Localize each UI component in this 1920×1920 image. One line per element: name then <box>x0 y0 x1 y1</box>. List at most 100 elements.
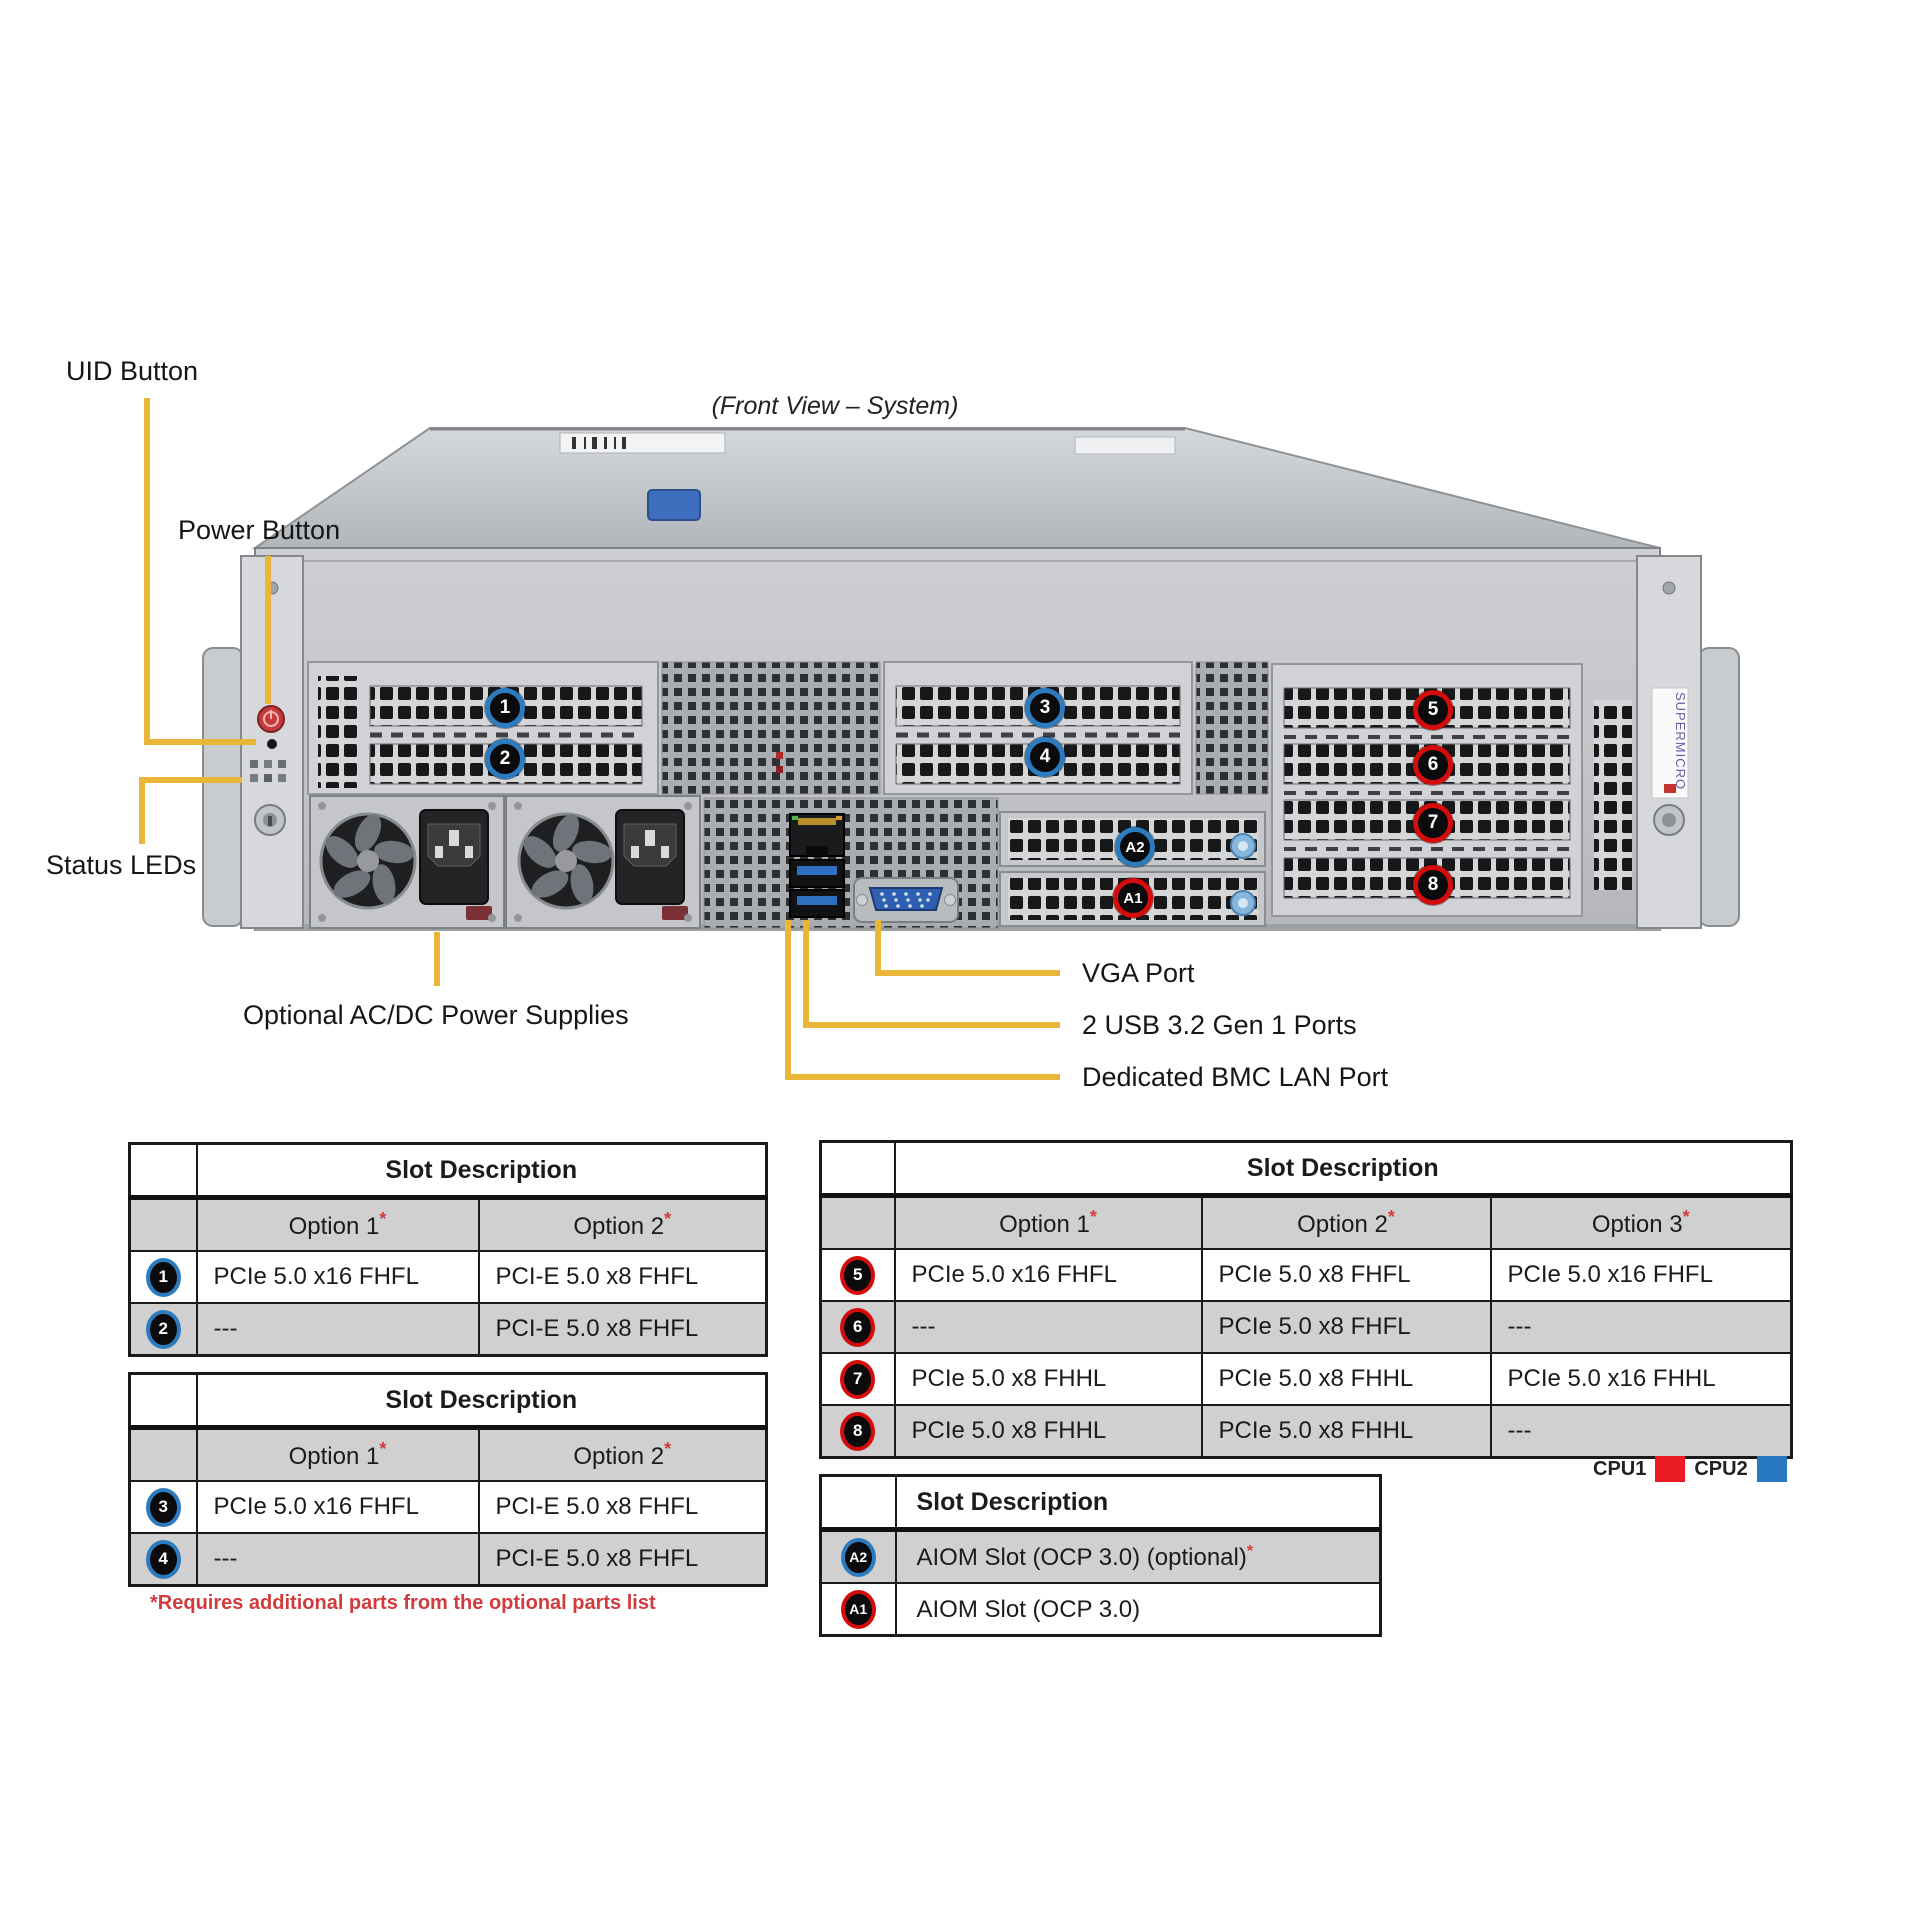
slot-4-badge: 4 <box>145 1539 181 1579</box>
table-row: 5 PCIe 5.0 x16 FHFL PCIe 5.0 x8 FHFL PCI… <box>819 1248 1793 1302</box>
top-sticker <box>559 432 726 454</box>
table-row: 4 --- PCI-E 5.0 x8 FHFL <box>128 1532 768 1587</box>
column-header: Option 2* <box>1200 1194 1492 1250</box>
table-row: 8 PCIe 5.0 x8 FHHL PCIe 5.0 x8 FHHL --- <box>819 1404 1793 1459</box>
slot-6-callout: 6 <box>1413 745 1453 785</box>
table-cell: PCIe 5.0 x16 FHFL <box>893 1248 1203 1302</box>
table-cell: --- <box>1489 1300 1793 1354</box>
brand-logo-text: SUPERMICRO <box>1673 692 1688 790</box>
slots-3-4-table: Slot Description Option 1* Option 2* 3 P… <box>128 1372 768 1587</box>
slot-4-callout: 4 <box>1025 737 1065 777</box>
table-cell: PCI-E 5.0 x8 FHFL <box>477 1480 768 1534</box>
slot-8-callout: 8 <box>1413 865 1453 905</box>
slot-8-badge: 8 <box>840 1411 876 1451</box>
uid-button <box>267 739 277 749</box>
slot-1-badge: 1 <box>145 1257 181 1297</box>
aiom-a2-badge: A2 <box>840 1537 876 1577</box>
table-cell: AIOM Slot (OCP 3.0) <box>894 1582 1382 1637</box>
column-header: Option 2* <box>477 1196 768 1252</box>
power-supply-1 <box>309 795 505 929</box>
table-header: Slot Description <box>894 1474 1382 1532</box>
table-row: 3 PCIe 5.0 x16 FHFL PCI-E 5.0 x8 FHFL <box>128 1480 768 1534</box>
power-button-label: Power Button <box>178 515 341 545</box>
cpu-legend: CPU1 CPU2 <box>1593 1456 1787 1482</box>
cpu1-label: CPU1 <box>1593 1457 1647 1480</box>
slot-1-callout: 1 <box>485 688 525 728</box>
aiom-a1-callout: A1 <box>1113 878 1153 918</box>
table-header: Slot Description <box>195 1142 768 1200</box>
slot-7-badge: 7 <box>840 1359 876 1399</box>
table-cell: --- <box>893 1300 1203 1354</box>
bmc-lan-port <box>789 813 845 857</box>
table-cell: PCIe 5.0 x8 FHHL <box>1200 1404 1492 1459</box>
status-leds <box>250 760 286 782</box>
uid-button-label: UID Button <box>66 356 199 386</box>
table-cell: PCIe 5.0 x8 FHFL <box>1200 1300 1492 1354</box>
table-row: 7 PCIe 5.0 x8 FHHL PCIe 5.0 x8 FHHL PCIe… <box>819 1352 1793 1406</box>
top-emblem <box>647 489 701 521</box>
usb-callout-line <box>803 920 1060 1028</box>
usb-ports-label: 2 USB 3.2 Gen 1 Ports <box>1082 1010 1357 1040</box>
column-header: Option 3* <box>1489 1194 1793 1250</box>
status-callout-line <box>139 777 242 844</box>
bmc-lan-label: Dedicated BMC LAN Port <box>1082 1062 1389 1092</box>
table-cell: PCIe 5.0 x16 FHFL <box>195 1250 480 1304</box>
table-cell: PCIe 5.0 x8 FHHL <box>1200 1352 1492 1406</box>
status-leds-label: Status LEDs <box>46 850 197 880</box>
footnote: *Requires additional parts from the opti… <box>150 1592 656 1614</box>
table-cell: PCIe 5.0 x16 FHHL <box>1489 1352 1793 1406</box>
cpu1-color-swatch <box>1655 1456 1686 1482</box>
table-row: A2 AIOM Slot (OCP 3.0) (optional)* <box>819 1528 1382 1584</box>
column-header: Option 1* <box>893 1194 1203 1250</box>
brand-sticker <box>1651 687 1689 799</box>
table-cell: --- <box>195 1302 480 1357</box>
table-cell: --- <box>195 1532 480 1587</box>
usb-port-2 <box>789 889 845 918</box>
slot-3-badge: 3 <box>145 1487 181 1527</box>
table-cell: PCIe 5.0 x8 FHHL <box>893 1352 1203 1406</box>
slots-1-2-table: Slot Description Option 1* Option 2* 1 P… <box>128 1142 768 1357</box>
column-header: Option 2* <box>477 1426 768 1482</box>
column-header: Option 1* <box>195 1196 480 1252</box>
vga-port <box>853 877 959 923</box>
table-header: Slot Description <box>893 1140 1793 1198</box>
slot-2-badge: 2 <box>145 1309 181 1349</box>
top-sticker-2 <box>1074 436 1176 455</box>
aiom-a2-callout: A2 <box>1115 827 1155 867</box>
table-cell: PCI-E 5.0 x8 FHFL <box>477 1250 768 1304</box>
callout-lines <box>139 398 1060 1080</box>
table-cell: PCI-E 5.0 x8 FHFL <box>477 1302 768 1357</box>
table-row: 6 --- PCIe 5.0 x8 FHFL --- <box>819 1300 1793 1354</box>
center-vent-mesh <box>661 661 881 795</box>
table-cell: AIOM Slot (OCP 3.0) (optional)* <box>894 1528 1382 1584</box>
server-rear-illustration: SUPERMICRO <box>139 398 1740 1080</box>
right-ear: SUPERMICRO <box>1636 555 1740 929</box>
table-header: Slot Description <box>195 1372 768 1430</box>
chassis-top <box>251 427 1661 549</box>
table-cell: PCIe 5.0 x16 FHFL <box>1489 1248 1793 1302</box>
slot-5-callout: 5 <box>1413 690 1453 730</box>
power-supply-2 <box>505 795 701 929</box>
slots-5-8-table: Slot Description Option 1* Option 2* Opt… <box>819 1140 1794 1459</box>
table-cell: PCIe 5.0 x8 FHHL <box>893 1404 1203 1459</box>
table-row: 2 --- PCI-E 5.0 x8 FHFL <box>128 1302 768 1357</box>
power-supplies-label: Optional AC/DC Power Supplies <box>243 1000 629 1030</box>
slot-5-badge: 5 <box>840 1255 876 1295</box>
cpu2-color-swatch <box>1756 1456 1787 1482</box>
bmc-callout-line <box>785 920 1060 1080</box>
riser1-slots-1-2 <box>307 661 659 795</box>
vga-port-label: VGA Port <box>1082 958 1195 988</box>
aiom-table: Slot Description A2 AIOM Slot (OCP 3.0) … <box>819 1474 1382 1637</box>
table-cell: --- <box>1489 1404 1793 1459</box>
aiom-a1-badge: A1 <box>840 1589 876 1629</box>
table-row: A1 AIOM Slot (OCP 3.0) <box>819 1582 1382 1637</box>
table-cell: PCI-E 5.0 x8 FHFL <box>477 1532 768 1587</box>
cpu2-label: CPU2 <box>1694 1457 1748 1480</box>
slot-3-callout: 3 <box>1025 688 1065 728</box>
usb-port-1 <box>789 859 845 888</box>
column-header: Option 1* <box>195 1426 480 1482</box>
vga-callout-line <box>875 920 1060 976</box>
slot-6-badge: 6 <box>840 1307 876 1347</box>
table-row: 1 PCIe 5.0 x16 FHFL PCI-E 5.0 x8 FHFL <box>128 1250 768 1304</box>
